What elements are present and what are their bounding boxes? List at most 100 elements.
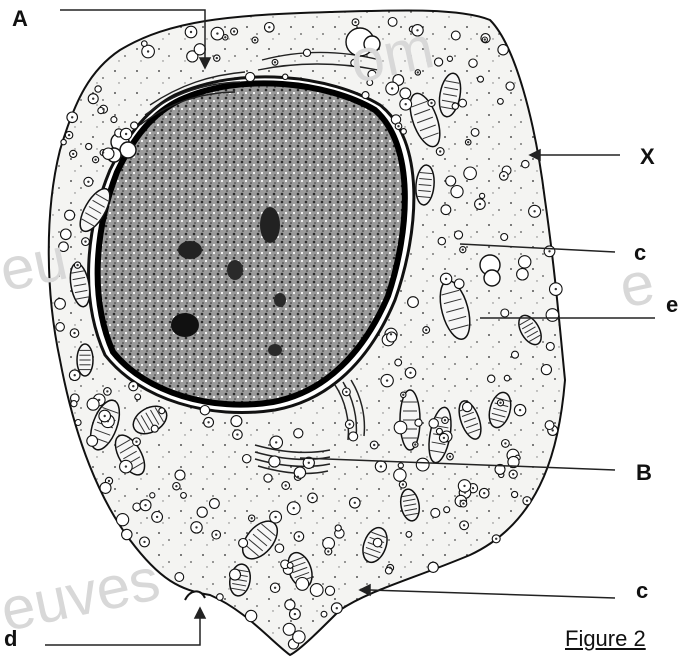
figure-caption: Figure 2 bbox=[565, 626, 646, 652]
vesicle bbox=[335, 525, 341, 531]
vesicle bbox=[55, 298, 66, 309]
vesicle bbox=[151, 425, 158, 432]
vesicle-core bbox=[548, 250, 550, 252]
vesicle-core bbox=[190, 31, 192, 33]
vesicle-core bbox=[297, 476, 299, 478]
vesicle bbox=[117, 514, 129, 526]
vesicle-core bbox=[462, 249, 464, 251]
vesicle-core bbox=[354, 21, 356, 23]
vesicle-core bbox=[443, 437, 445, 439]
vesicle-core bbox=[294, 613, 296, 615]
vesicle-core bbox=[274, 61, 276, 63]
vesicle-core bbox=[72, 153, 74, 155]
vesicle-core bbox=[555, 288, 557, 290]
vesicle bbox=[428, 562, 438, 572]
vesicle-core bbox=[125, 133, 127, 135]
vesicle-core bbox=[405, 103, 407, 105]
vesicle-core bbox=[144, 504, 146, 506]
label-c-upper: c bbox=[634, 242, 646, 264]
heterochromatin-patch bbox=[227, 260, 243, 280]
vesicle-core bbox=[143, 541, 145, 543]
vesicle bbox=[210, 499, 220, 509]
vesicle bbox=[310, 584, 323, 597]
vesicle bbox=[441, 205, 451, 215]
vesicle bbox=[294, 429, 303, 438]
vesicle-core bbox=[499, 402, 501, 404]
vesicle-core bbox=[483, 492, 485, 494]
vesicle bbox=[175, 470, 185, 480]
vesicle bbox=[504, 375, 510, 381]
vesicle-core bbox=[135, 441, 137, 443]
vesicle bbox=[451, 186, 463, 198]
vesicle-core bbox=[439, 150, 441, 152]
vesicle-core bbox=[402, 483, 404, 485]
vesicle-core bbox=[504, 442, 506, 444]
vesicle-core bbox=[268, 26, 270, 28]
vesicle bbox=[56, 323, 65, 332]
vesicle-core bbox=[207, 421, 209, 423]
label-d: d bbox=[4, 628, 17, 650]
vesicle-core bbox=[460, 500, 462, 502]
vesicle bbox=[135, 394, 141, 400]
vesicle-core bbox=[71, 116, 73, 118]
vesicle-core bbox=[98, 399, 100, 401]
vesicle bbox=[498, 45, 508, 55]
vesicle bbox=[181, 493, 187, 499]
arrow-head-d bbox=[195, 608, 205, 618]
vesicle-core bbox=[354, 502, 356, 504]
vesicle-core bbox=[425, 329, 427, 331]
vesicle bbox=[488, 375, 495, 382]
vesicle-core bbox=[533, 210, 535, 212]
vesicle bbox=[541, 365, 551, 375]
vesicle-core bbox=[390, 333, 392, 335]
vesicle-core bbox=[285, 484, 287, 486]
vesicle bbox=[293, 631, 305, 643]
vesicle bbox=[103, 148, 114, 159]
leader-c-lower bbox=[370, 590, 615, 598]
vesicle bbox=[239, 539, 248, 548]
vesicle bbox=[243, 455, 251, 463]
vesicle-core bbox=[147, 50, 149, 52]
vesicle-core bbox=[479, 203, 481, 205]
vesicle bbox=[275, 544, 284, 553]
vesicle-core bbox=[503, 175, 505, 177]
vesicle-core bbox=[102, 108, 104, 110]
vesicle bbox=[546, 342, 554, 350]
vesicle bbox=[150, 493, 155, 498]
vesicle-core bbox=[195, 526, 197, 528]
vesicle bbox=[217, 594, 224, 601]
vesicle-core bbox=[125, 465, 127, 467]
vesicle-core bbox=[274, 516, 276, 518]
vesicle bbox=[175, 573, 184, 582]
vesicle bbox=[431, 508, 440, 517]
vesicle bbox=[75, 420, 81, 426]
vesicle-core bbox=[445, 278, 447, 280]
vesicle bbox=[506, 82, 514, 90]
vesicle bbox=[464, 167, 477, 180]
vesicle bbox=[269, 456, 280, 467]
vesicle bbox=[459, 99, 467, 107]
vesicle bbox=[517, 268, 529, 280]
vesicle bbox=[511, 491, 517, 497]
vesicle bbox=[142, 41, 148, 47]
vesicle bbox=[545, 421, 554, 430]
vesicle bbox=[95, 86, 101, 92]
vesicle-core bbox=[94, 159, 96, 161]
label-B: B bbox=[636, 462, 652, 484]
vesicle bbox=[408, 297, 419, 308]
vesicle-core bbox=[224, 36, 226, 38]
vesicle-core bbox=[74, 374, 76, 376]
vesicle-core bbox=[175, 485, 177, 487]
vesicle bbox=[447, 56, 452, 61]
heterochromatin-patch bbox=[260, 207, 280, 243]
vesicle bbox=[498, 99, 504, 105]
vesicle-core bbox=[216, 32, 218, 34]
vesicle-core bbox=[409, 372, 411, 374]
vesicle-core bbox=[386, 379, 388, 381]
vesicle bbox=[522, 160, 529, 167]
vesicle bbox=[394, 421, 407, 434]
vesicle bbox=[325, 586, 334, 595]
vesicle bbox=[478, 76, 484, 82]
vesicle bbox=[373, 538, 382, 547]
vesicle bbox=[501, 234, 508, 241]
